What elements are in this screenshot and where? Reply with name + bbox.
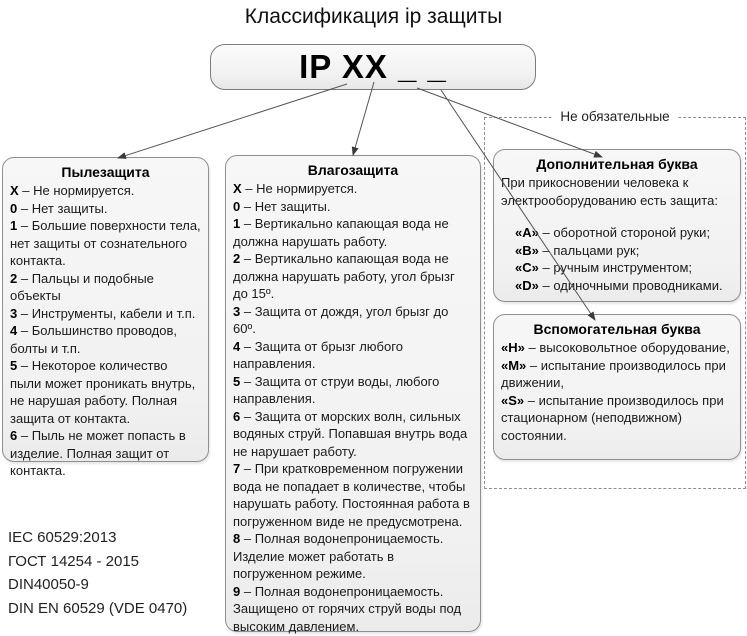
entry: 1 – Большие поверхности тела, нет защиты… — [10, 218, 201, 268]
arrow-to-dust-box — [117, 83, 348, 159]
entry: 5 – Защита от струи воды, любого направл… — [233, 373, 440, 407]
entry: «H» – высоковольтное оборудование, — [501, 340, 730, 355]
entry: 9 – Полная водонепроницаемость. Защищено… — [233, 583, 462, 634]
entry: 2 – Вертикально капающая вода не должна … — [233, 251, 455, 301]
additional-letter-intro: При прикосновении человека к электрообор… — [501, 175, 718, 208]
entry: 4 – Защита от брызг любого направления. — [233, 338, 403, 372]
standards-list: IEC 60529:2013 ГОСТ 14254 - 2015 DIN4005… — [8, 526, 187, 620]
ip-code-label: IP XX _ _ — [299, 48, 447, 85]
entry: 0 – Нет защиты. — [10, 200, 108, 216]
entry: «A» – оборотной стороной руки; — [515, 225, 711, 240]
arrow-to-water-box — [351, 81, 375, 156]
entry: 6 – Пыль не может попасть в изделие. Пол… — [10, 428, 186, 478]
optional-group-label: Не обязательные — [551, 109, 679, 124]
entry: 6 – Защита от морских волн, сильных водя… — [233, 408, 468, 459]
additional-letter-title: Дополнительная буква — [536, 156, 698, 172]
entry: 5 – Некоторое количество пыли может прон… — [10, 358, 196, 426]
additional-letter-box: Дополнительная буква При прикосновении ч… — [493, 149, 741, 302]
entry: «S» – испытание производилось при стацио… — [501, 392, 724, 443]
water-protection-title: Влагозащита — [307, 162, 399, 178]
standard-line: IEC 60529:2013 — [8, 529, 117, 546]
entry: X – Не нормируется. — [10, 183, 135, 198]
entry: 1 – Вертикально капающая вода не должна … — [233, 216, 449, 249]
entry: «D» – одиночными проводниками. — [515, 277, 723, 293]
dust-protection-list: X – Не нормируется. 0 – Нет защиты. 1 – Бо… — [10, 182, 201, 480]
water-protection-box: Влагозащита X – Не нормируется. 0 – Нет з… — [225, 155, 481, 635]
standard-line: DIN40050-9 — [8, 576, 89, 593]
ip-code-box: IP XX _ _ — [210, 44, 536, 90]
entry: 4 – Большинство проводов, болты и т.п. — [10, 323, 177, 356]
dust-protection-title: Пылезащита — [61, 164, 150, 180]
entry: 8 – Полная водонепроницаемость. Изделие … — [233, 531, 444, 581]
auxiliary-letter-list: «H» – высоковольтное оборудование, «M» – … — [501, 339, 733, 444]
entry: «C» – ручным инструментом; — [515, 260, 693, 275]
additional-letter-list: «A» – оборотной стороной руки; «B» – паль… — [515, 224, 733, 294]
entry: «B» – пальцами рук; — [515, 242, 640, 258]
entry: X – Не нормируется. — [233, 181, 358, 196]
standard-line: ГОСТ 14254 - 2015 — [8, 552, 140, 570]
standard-line: DIN EN 60529 (VDE 0470) — [8, 599, 188, 617]
entry: «M» – испытание производилось при движен… — [501, 357, 726, 391]
auxiliary-letter-box: Вспомогательная буква «H» – высоковольтн… — [493, 314, 741, 460]
entry: 3 – Инструменты, кабели и т.п. — [10, 305, 196, 321]
page-title: Классификация ip защиты — [244, 5, 503, 28]
entry: 7 – При кратковременном погружении вода … — [233, 461, 470, 529]
water-protection-list: X – Не нормируется. 0 – Нет защиты. 1 – Ве… — [233, 180, 473, 635]
entry: 2 – Пальцы и подобные объекты — [10, 270, 154, 304]
entry: 0 – Нет защиты. — [233, 198, 331, 214]
dust-protection-box: Пылезащита X – Не нормируется. 0 – Нет за… — [2, 157, 209, 478]
entry: 3 – Защита от дождя, угол брызг до 60º. — [233, 303, 449, 337]
auxiliary-letter-title: Вспомогательная буква — [533, 321, 701, 337]
